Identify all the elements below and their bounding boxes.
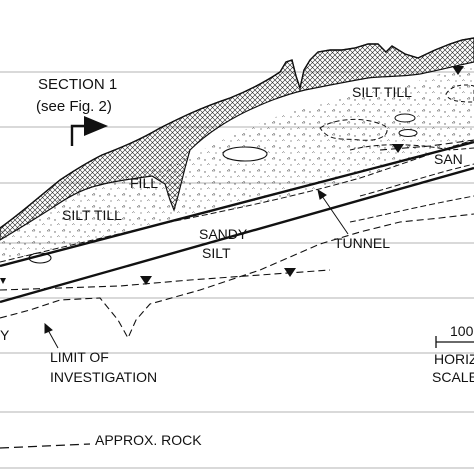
till-boundary-line — [0, 139, 474, 263]
water-table-triangle-icon — [140, 276, 152, 285]
limit-leader-arrow — [44, 322, 59, 349]
ground-surface-line — [0, 37, 474, 229]
water-table-triangle-icon — [0, 278, 6, 284]
approx-rock-label: APPROX. ROCK — [95, 432, 202, 448]
fill-label: FILL — [130, 175, 158, 191]
silt-label: SILT — [202, 245, 231, 261]
water-table-triangle-icon — [392, 144, 404, 153]
approx-rock-line — [0, 443, 91, 449]
clay-lens — [222, 146, 268, 162]
section-label: SECTION 1 — [38, 76, 117, 93]
section-subtitle: (see Fig. 2) — [36, 98, 112, 115]
silt-till-upper-label: SILT TILL — [352, 84, 412, 100]
scale-bar — [435, 336, 474, 348]
tunnel-label: TUNNEL — [334, 235, 390, 251]
tunnel-invert-line — [0, 166, 474, 304]
tunnel-leader-arrow — [317, 188, 349, 235]
scale-number: 100 — [450, 323, 474, 339]
left-edge-label-cut: Y — [0, 327, 10, 343]
sandy-label: SANDY — [199, 226, 248, 242]
clay-lens — [394, 113, 416, 123]
clay-lens — [398, 129, 418, 137]
water-table-triangle-icon — [452, 66, 464, 75]
silt-till-lower-label: SILT TILL — [62, 207, 122, 223]
limit-of-investigation-line — [0, 213, 474, 340]
section-flag-arrow-icon — [70, 116, 108, 146]
sand-label-cut: SAN — [434, 151, 463, 167]
sand-lens-outline — [445, 84, 474, 103]
sand-boundary-line — [349, 195, 474, 223]
horizontal-scale-label: HORIZ — [434, 351, 474, 367]
tunnel-crown-line — [0, 140, 474, 268]
water-table-triangle-icon — [284, 268, 296, 277]
limit-of-investigation-label: LIMIT OF — [50, 349, 109, 365]
limit-of-investigation-label: INVESTIGATION — [50, 369, 157, 385]
sand-boundary-line — [359, 163, 474, 197]
scale-label: SCALE — [432, 369, 474, 385]
water-table-line — [0, 269, 331, 291]
silt-till-zone — [0, 64, 474, 262]
